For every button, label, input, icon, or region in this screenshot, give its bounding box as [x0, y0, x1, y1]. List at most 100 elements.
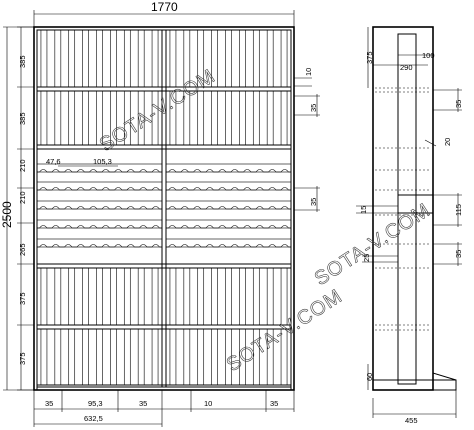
vertical-slat [110, 90, 117, 146]
rack-board [165, 219, 292, 229]
vertical-slat [239, 90, 246, 146]
shelf-board [36, 324, 292, 330]
front-outer-frame [33, 26, 295, 391]
side-top-dim-2: 290 [400, 63, 413, 72]
vertical-slat [252, 267, 260, 326]
vertical-slat [40, 328, 48, 386]
section-height-7: 375 [18, 352, 27, 365]
rack-board [36, 238, 163, 248]
rack-scallop [37, 206, 162, 210]
vertical-slat [183, 328, 191, 386]
vertical-slat [169, 267, 177, 326]
vertical-slat [110, 328, 117, 386]
vertical-slat [169, 29, 177, 88]
vertical-slat [96, 328, 103, 386]
vertical-slat [96, 90, 103, 146]
side-left-dim-3: 25 [362, 254, 371, 262]
vertical-slat [54, 29, 62, 88]
vertical-slat [137, 90, 145, 146]
front-view [33, 26, 295, 391]
side-depth-label: 455 [405, 416, 418, 425]
vertical-slat [68, 29, 76, 88]
side-right-dim-2: 20 [443, 138, 452, 146]
bottom-dim-4: 10 [204, 399, 212, 408]
rack-board [165, 181, 292, 191]
vertical-slat [151, 29, 159, 88]
bottle-pitch-label: 47,6 [46, 157, 61, 166]
watermark-1: SOTA-V.COM [96, 65, 220, 156]
side-right-dim-4: 35 [454, 250, 463, 258]
vertical-slat [40, 90, 48, 146]
rack-scallop [166, 187, 291, 191]
section-height-5: 265 [18, 243, 27, 256]
section-ticks [3, 26, 34, 391]
rack-scallop [37, 187, 162, 191]
rack-board [165, 200, 292, 210]
vertical-slat [211, 90, 218, 146]
vertical-slat [239, 29, 246, 88]
front-dimensions: 1770 2500 385 385 210 210 265 375 375 47… [0, 0, 320, 427]
vertical-slat [197, 267, 205, 326]
vertical-slat [68, 328, 76, 386]
vertical-slat [280, 90, 288, 146]
vertical-slat [54, 328, 62, 386]
rack-board [36, 181, 163, 191]
vertical-slat [183, 29, 191, 88]
rack-width-label: 105,3 [93, 157, 112, 166]
half-width-label: 632,5 [84, 414, 103, 423]
vertical-slat [197, 328, 205, 386]
vertical-slat [82, 90, 89, 146]
vertical-slat [151, 328, 159, 386]
vertical-slat [137, 328, 145, 386]
vertical-slat [123, 328, 131, 386]
shelf-boards [36, 86, 292, 330]
vertical-slats-top [40, 29, 288, 146]
vertical-slat [151, 267, 159, 326]
vertical-slat [96, 29, 103, 88]
rack-scallop [166, 244, 291, 248]
total-width-label: 1770 [151, 0, 178, 14]
section-height-2: 385 [18, 112, 27, 125]
rack-board [165, 238, 292, 248]
vertical-slat [40, 267, 48, 326]
side-top-dim-1: 100 [422, 51, 435, 60]
vertical-slat [54, 267, 62, 326]
side-right-dim-1: 35 [454, 100, 463, 108]
leader-line [424, 139, 437, 147]
side-shelf-dashes [375, 87, 431, 331]
side-foot [372, 379, 457, 391]
vertical-slat [96, 267, 103, 326]
right-label-1: 10 [304, 68, 313, 76]
rack-board [36, 200, 163, 210]
vertical-slat [54, 90, 62, 146]
section-height-4: 210 [18, 191, 27, 204]
vertical-slat [252, 90, 260, 146]
rack-scallop [166, 225, 291, 229]
vertical-slat [151, 90, 159, 146]
vertical-slat [137, 29, 145, 88]
vertical-slat [82, 328, 89, 386]
vertical-slat [40, 29, 48, 88]
vertical-slat [225, 90, 232, 146]
vertical-slat [123, 90, 131, 146]
side-dimensions: 100 290 375 15 25 60 35 20 115 35 455 [356, 26, 463, 425]
vertical-slat [239, 267, 246, 326]
vertical-slat [110, 29, 117, 88]
rack-scallop [166, 169, 291, 173]
bottom-dim-3: 35 [139, 399, 147, 408]
rack-board [165, 163, 292, 173]
vertical-slat [110, 267, 117, 326]
vertical-slat [211, 267, 218, 326]
vertical-slat [68, 90, 76, 146]
vertical-slat [225, 29, 232, 88]
vertical-slat [82, 267, 89, 326]
bottom-dim-2: 95,3 [88, 399, 103, 408]
vertical-slat [137, 267, 145, 326]
section-height-1: 385 [18, 55, 27, 68]
bottom-dim-5: 35 [270, 399, 278, 408]
vertical-slat [169, 328, 177, 386]
vertical-slat [225, 267, 232, 326]
vertical-slat [197, 29, 205, 88]
